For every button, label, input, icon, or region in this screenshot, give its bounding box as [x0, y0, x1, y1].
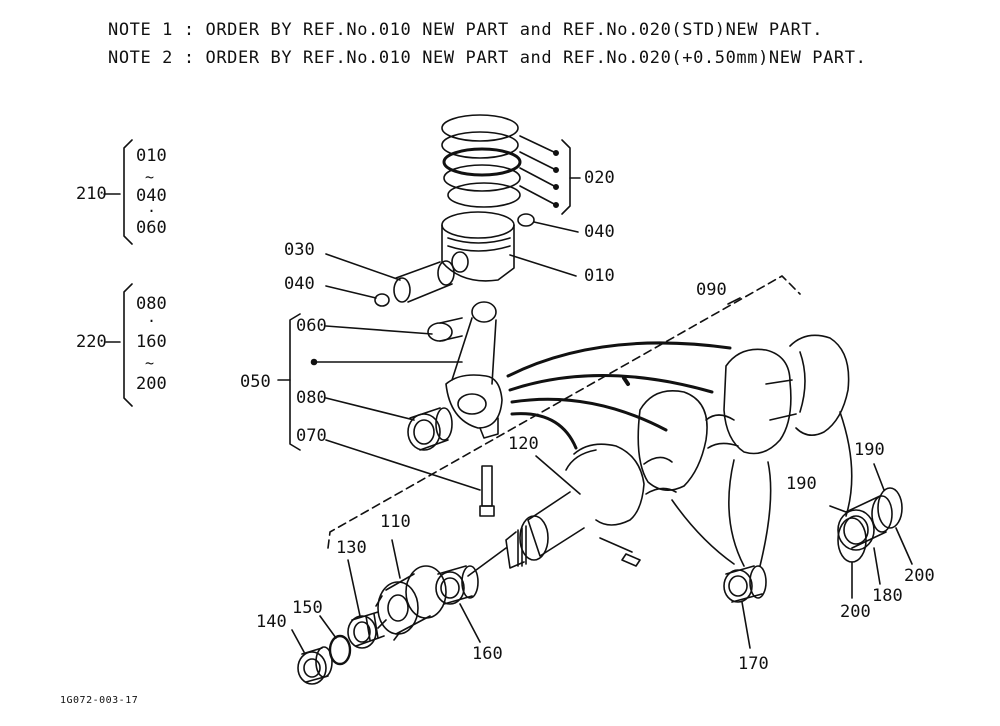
- small-gear: [347, 559, 385, 649]
- ref-160: 160: [472, 644, 503, 664]
- snap-ring-upper: [517, 213, 535, 227]
- main-bearing-170: [723, 565, 767, 649]
- piston-rings: [441, 114, 581, 215]
- ref-070: 070: [296, 426, 327, 446]
- conrod-bracket-050: [277, 313, 463, 451]
- ref-090: 090: [696, 280, 727, 300]
- ref-040-lower: 040: [284, 274, 315, 294]
- rear-bearing-assembly: [829, 463, 913, 599]
- snap-ring-lower: [374, 293, 390, 307]
- ref-220: 220: [76, 332, 107, 352]
- crankshaft: [505, 334, 850, 569]
- ref-200-left: 200: [840, 602, 871, 622]
- ref-030: 030: [284, 240, 315, 260]
- ref-190-right: 190: [854, 440, 885, 460]
- ref-050: 050: [240, 372, 271, 392]
- small-end-bushing: [325, 317, 463, 342]
- connecting-rod: [445, 301, 503, 439]
- group220-item-2: 160: [136, 332, 167, 352]
- group210-sep-1: ~: [145, 168, 155, 186]
- ref-080: 080: [296, 388, 327, 408]
- ref-150: 150: [292, 598, 323, 618]
- bearing-arrows: [467, 411, 853, 577]
- ref-170: 170: [738, 654, 769, 674]
- group220-sep-1: ·: [147, 312, 157, 330]
- piston: [441, 211, 577, 282]
- group210-item-3: 060: [136, 218, 167, 238]
- ref-210: 210: [76, 184, 107, 204]
- group220-item-3: 200: [136, 374, 167, 394]
- group210-item-2: 040: [136, 186, 167, 206]
- piston-pin: [325, 253, 455, 303]
- group220-sep-2: ~: [145, 354, 155, 372]
- group220-item-1: 080: [136, 294, 167, 314]
- group210-item-1: 010: [136, 146, 167, 166]
- crankpin-bearing: [325, 397, 453, 451]
- group210-sep-2: ·: [147, 202, 157, 220]
- note-2: NOTE 2 : ORDER BY REF.No.010 NEW PART an…: [108, 48, 867, 68]
- o-ring-150: [328, 634, 352, 666]
- ref-020: 020: [584, 168, 615, 188]
- ref-190-left: 190: [786, 474, 817, 494]
- group-bracket-210: [103, 139, 133, 245]
- collar-160: [435, 565, 481, 643]
- note-1: NOTE 1 : ORDER BY REF.No.010 NEW PART an…: [108, 20, 824, 40]
- ref-140: 140: [256, 612, 287, 632]
- assembly-arrows: [506, 341, 732, 450]
- assembly-dash-line: [327, 275, 801, 549]
- crankshaft-gear: [375, 539, 447, 641]
- ref-060: 060: [296, 316, 327, 336]
- ref-110: 110: [380, 512, 411, 532]
- ref-200-right: 200: [904, 566, 935, 586]
- ref-010: 010: [584, 266, 615, 286]
- ref-130: 130: [336, 538, 367, 558]
- ref-180: 180: [872, 586, 903, 606]
- oil-seal-140: [291, 629, 333, 685]
- conrod-bolt: [325, 439, 495, 517]
- group-bracket-220: [105, 283, 133, 407]
- ref-040-upper: 040: [584, 222, 615, 242]
- ref-120: 120: [508, 434, 539, 454]
- drawing-code: 1G072-003-17: [60, 695, 139, 706]
